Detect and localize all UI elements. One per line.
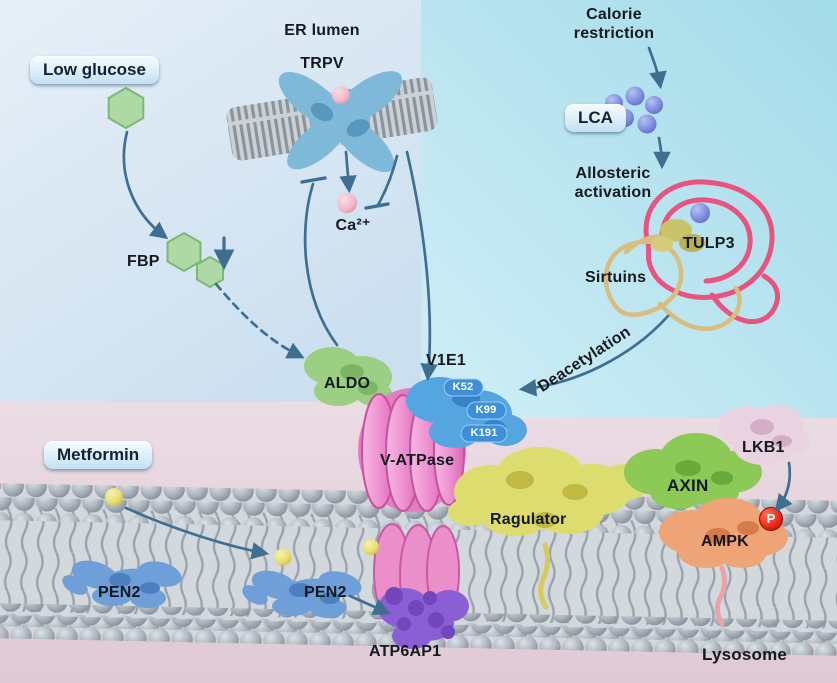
ragulator-label: Ragulator xyxy=(490,511,567,528)
k191-badge-label: K191 xyxy=(470,427,498,439)
inhibition-bar-trpv xyxy=(300,176,327,184)
trpv-label: TRPV xyxy=(300,55,344,72)
calcium-label: Ca²⁺ xyxy=(335,217,371,234)
lca-molecule-bound xyxy=(690,203,710,223)
sirtuins-label: Sirtuins xyxy=(585,269,647,286)
k52-badge-label: K52 xyxy=(452,381,474,393)
aldo-label: ALDO xyxy=(324,375,371,392)
er-lumen-label: ER lumen xyxy=(284,22,360,39)
phosphate-badge xyxy=(759,507,783,531)
lysine-residue-badges xyxy=(443,378,508,443)
ragulator-complex xyxy=(448,447,651,610)
pathway-arrows xyxy=(122,46,793,616)
arrow-lkb1-to-ampk xyxy=(774,461,793,513)
pen2-left-label: PEN2 xyxy=(98,584,141,601)
lca-label: LCA xyxy=(565,104,626,132)
allosteric-line1: Allosteric xyxy=(575,165,651,182)
metformin-label: Metformin xyxy=(44,441,153,469)
arrow-glucose-to-fbp xyxy=(122,130,169,240)
ampk-protein xyxy=(659,498,788,627)
lysosome-label: Lysosome xyxy=(702,645,788,664)
trpv-pore-ion xyxy=(332,86,350,104)
arrow-trpv-to-vatpase xyxy=(405,150,438,382)
axin-label: AXIN xyxy=(667,476,709,495)
atp6ap1-label: ATP6AP1 xyxy=(369,643,442,660)
k99-badge-label: K99 xyxy=(475,404,497,416)
allosteric-line2: activation xyxy=(574,183,652,201)
arrow-trpv-to-calcium xyxy=(339,150,357,194)
inhibition-aldo-to-trpv xyxy=(303,182,339,347)
tulp3-label: TULP3 xyxy=(683,235,735,252)
lkb1-protein xyxy=(718,405,810,465)
phospho-label: P xyxy=(766,511,776,526)
fbp-label: FBP xyxy=(127,253,160,270)
arrow-calorie-to-lca xyxy=(647,46,667,90)
arrow-deacetylation-to-v1e1 xyxy=(518,314,670,397)
tulp3-sirtuin-complex xyxy=(603,179,781,331)
pen2-right-label: PEN2 xyxy=(304,584,347,601)
calorie-restriction-label: Calorie restriction xyxy=(574,6,654,44)
ampk-label: AMPK xyxy=(701,533,749,550)
trpv-channel xyxy=(278,71,403,173)
v1e1-label: V1E1 xyxy=(426,352,466,369)
atp6ap1-protein xyxy=(378,587,469,649)
allosteric-activation-label: Allosteric activation xyxy=(575,165,652,203)
metformin-molecule xyxy=(105,488,123,506)
arrow-lca-to-activation xyxy=(653,136,671,170)
inhibition-bar-calcium xyxy=(364,202,390,210)
metformin-bound-pen2 xyxy=(274,548,292,566)
inhibition-calcium xyxy=(376,154,399,207)
arrow-pen2-to-atp6ap1 xyxy=(348,594,391,616)
v-atpase-label: V-ATPase xyxy=(380,452,455,469)
glucose-hexagon xyxy=(107,86,145,130)
calorie-restriction-line1: Calorie xyxy=(586,6,642,23)
calorie-restriction-line2: restriction xyxy=(573,24,655,42)
arrow-fbp-to-aldo xyxy=(214,282,305,359)
arrow-metformin-to-pen2 xyxy=(124,506,270,560)
calcium-ion xyxy=(337,193,357,213)
lkb1-label: LKB1 xyxy=(742,439,785,456)
metformin-bound-vatpase xyxy=(363,539,379,555)
low-glucose-label: Low glucose xyxy=(30,56,159,84)
